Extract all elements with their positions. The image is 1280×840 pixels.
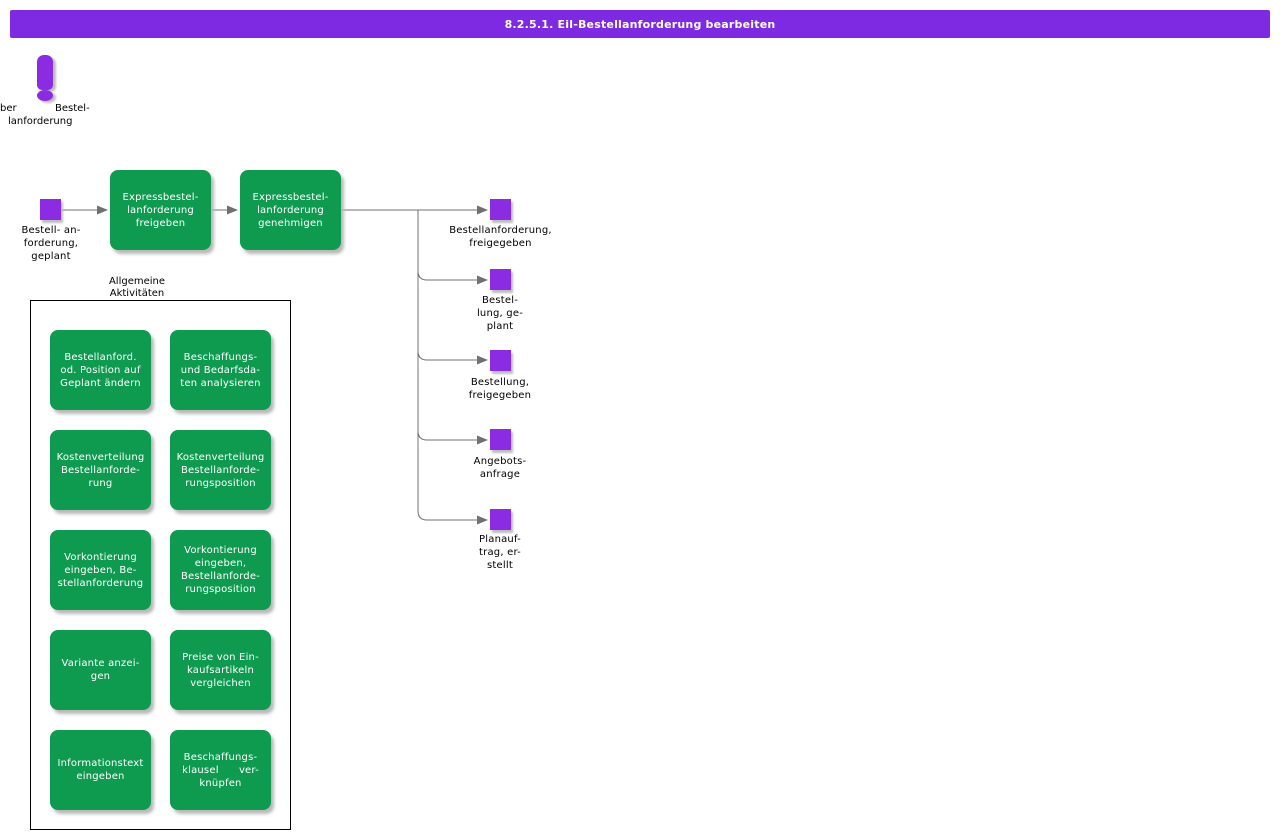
event-node-bestellanforderung-geplant[interactable] <box>40 199 61 220</box>
event-node-bestellung-geplant[interactable] <box>490 269 511 290</box>
event-label-bestellung-freigegeben: Bestellung, freigegeben <box>468 377 532 401</box>
event-label-bestellanforderung-geplant: Bestell- an- forderung, geplant <box>21 225 81 262</box>
activity-beschaffungs-bedarfsdaten-analysieren[interactable]: Beschaffungs- und Bedarfsda- ten analysi… <box>170 330 271 410</box>
connector-branch-event3 <box>417 350 477 361</box>
arrowhead-event4 <box>477 435 488 445</box>
event-node-angebotsanfrage[interactable] <box>490 429 511 450</box>
arrowhead-event2 <box>477 275 488 285</box>
activity-expressbestellanforderung-genehmigen[interactable]: Expressbestel- lanforderung genehmigen <box>240 170 341 250</box>
event-label-planauftrag-erstellt: Planauf- trag, er- stellt <box>479 534 521 571</box>
activity-informationstext-eingeben[interactable]: Informationstext eingeben <box>50 730 151 810</box>
group-box-allgemeine-aktivitaeten <box>30 300 291 830</box>
activity-expressbestellanforderung-freigeben[interactable]: Expressbestel- lanforderung freigeben <box>110 170 211 250</box>
event-label-bestellanforderung-freigegeben: Bestellanforderung, freigegeben <box>449 225 552 249</box>
arrowhead-event3 <box>477 355 488 365</box>
arrowhead-event5 <box>477 515 488 525</box>
activity-kostenverteilung-bestellanforderung[interactable]: Kostenverteilung Bestellanforde- rung <box>50 430 151 510</box>
note-caption-fragment-bottom: lanforderung <box>8 116 73 127</box>
group-label-allgemeine-aktivitaeten: Allgemeine Aktivitäten <box>108 276 166 299</box>
arrowhead-activity2 <box>227 205 238 215</box>
activity-beschaffungsklausel-verknuepfen[interactable]: Beschaffungs- klausel ver- knüpfen <box>170 730 271 810</box>
event-node-planauftrag-erstellt[interactable] <box>490 509 511 530</box>
exclamation-icon-dot <box>37 90 53 101</box>
event-node-bestellanforderung-freigegeben[interactable] <box>490 199 511 220</box>
event-node-bestellung-freigegeben[interactable] <box>490 350 511 371</box>
activity-bestellanford-position-geplant-aendern[interactable]: Bestellanford. od. Position auf Geplant … <box>50 330 151 410</box>
activity-vorkontierung-eingeben-bestellanforderungsposition[interactable]: Vorkontierung eingeben, Bestellanforde- … <box>170 530 271 610</box>
arrowhead-event1 <box>477 205 488 215</box>
note-caption-fragment-left: ber <box>0 103 17 114</box>
activity-preise-einkaufsartikel-vergleichen[interactable]: Preise von Ein- kaufsartikeln vergleiche… <box>170 630 271 710</box>
activity-vorkontierung-eingeben-bestellanforderung[interactable]: Vorkontierung eingeben, Be- stellanforde… <box>50 530 151 610</box>
connector-branch-event2 <box>417 270 477 281</box>
note-caption-fragment-top: Bestel- <box>55 103 90 114</box>
arrowhead-input <box>97 205 108 215</box>
diagram-title-bar: 8.2.5.1. Eil-Bestellanforderung bearbeit… <box>10 10 1270 38</box>
activity-variante-anzeigen[interactable]: Variante anzei- gen <box>50 630 151 710</box>
event-label-angebotsanfrage: Angebots- anfrage <box>473 456 527 480</box>
diagram-title: 8.2.5.1. Eil-Bestellanforderung bearbeit… <box>504 17 776 31</box>
activity-kostenverteilung-bestellanforderungsposition[interactable]: Kostenverteilung Bestellanforde- rungspo… <box>170 430 271 510</box>
connector-branch-event4 <box>417 430 477 441</box>
exclamation-icon <box>37 55 53 90</box>
event-label-bestellung-geplant: Bestel- lung, ge- plant <box>476 295 524 332</box>
connector-branch-event5 <box>417 510 477 521</box>
